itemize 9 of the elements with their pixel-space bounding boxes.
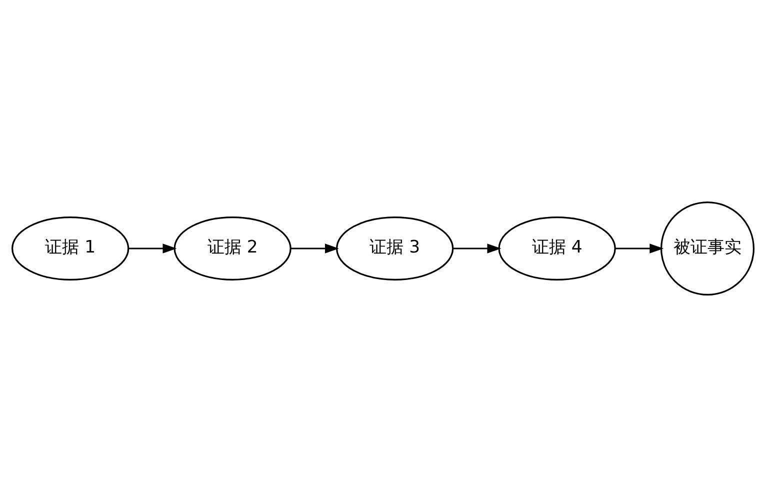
arrow xyxy=(128,243,177,253)
node-ellipse: 证据 4 xyxy=(498,216,616,280)
node-ellipse: 证据 3 xyxy=(336,216,454,280)
node-circle: 被证事实 xyxy=(660,201,754,295)
arrow xyxy=(615,243,664,253)
arrow xyxy=(453,243,502,253)
node-ellipse: 证据 1 xyxy=(12,216,130,280)
node-ellipse: 证据 2 xyxy=(174,216,292,280)
arrow xyxy=(291,243,339,253)
